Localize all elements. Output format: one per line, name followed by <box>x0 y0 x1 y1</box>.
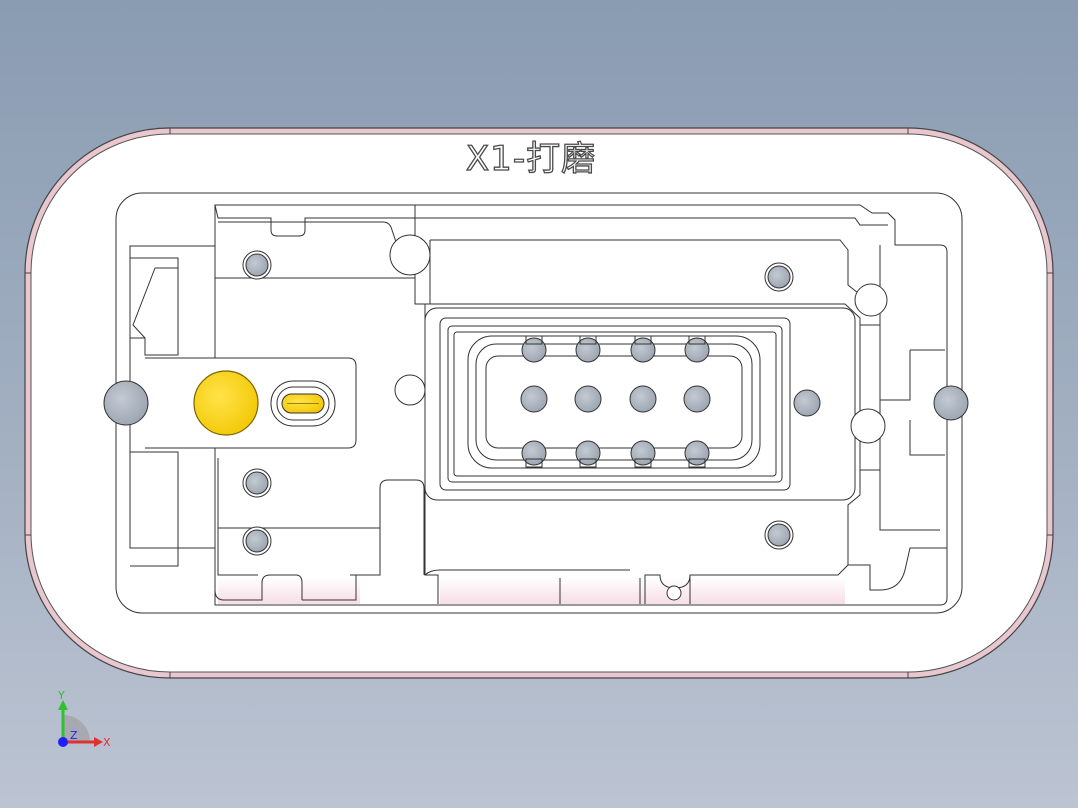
pin <box>683 385 711 413</box>
through-holes <box>389 234 888 601</box>
pocket-bottom-shade <box>218 578 360 604</box>
pin <box>629 385 657 413</box>
pin <box>574 385 602 413</box>
triad-x-label: X <box>103 736 111 749</box>
part-label: X1-打磨 <box>466 139 596 179</box>
triad-y-label: Y <box>57 689 65 702</box>
pin <box>520 385 548 413</box>
triad-z-label: Z <box>70 729 78 742</box>
connector-cavity <box>467 335 761 469</box>
yellow-boss <box>193 370 259 436</box>
screw <box>793 389 821 417</box>
view-orientation-triad-icon[interactable]: Y X Z <box>57 689 111 749</box>
pocket-floor-outline <box>129 204 948 606</box>
connector-housing <box>424 307 856 501</box>
side-locator-right <box>933 385 969 421</box>
side-locator-left <box>103 380 149 426</box>
highlighted-face <box>193 370 336 436</box>
locating-pins <box>103 250 969 556</box>
right-carrier <box>415 217 947 604</box>
